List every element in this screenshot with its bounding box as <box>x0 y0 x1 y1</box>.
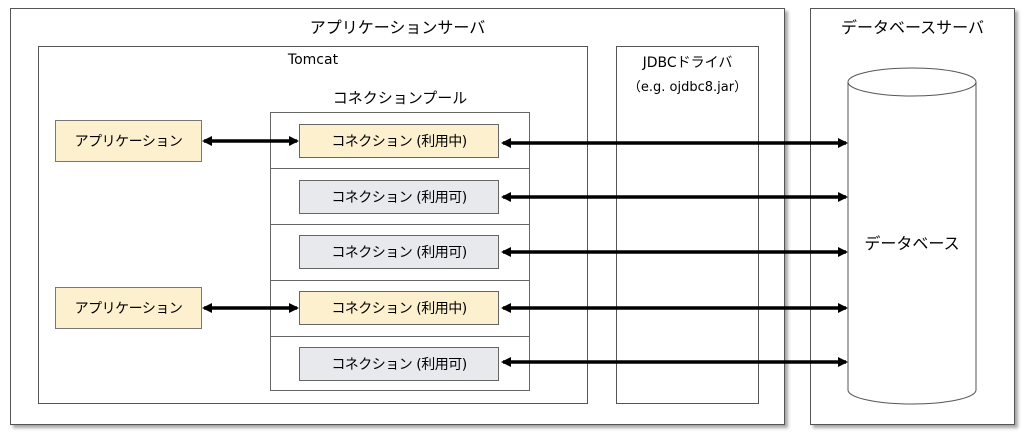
connection-available: コネクション (利用可) <box>299 347 499 381</box>
connection-in-use: コネクション (利用中) <box>299 124 499 158</box>
pool-divider <box>270 336 530 337</box>
app-server-title: アプリケーションサーバ <box>309 18 486 37</box>
application-box: アプリケーション <box>55 120 202 162</box>
connection-available: コネクション (利用可) <box>299 180 499 214</box>
jdbc-driver-box <box>616 46 759 404</box>
jdbc-driver-title: JDBCドライバ <box>642 55 733 71</box>
database-label: データベース <box>864 234 960 253</box>
application-box: アプリケーション <box>55 287 202 329</box>
jdbc-driver-subtitle: （e.g. ojdbc8.jar） <box>627 80 748 95</box>
connection-available: コネクション (利用可) <box>299 235 499 269</box>
pool-divider <box>270 280 530 281</box>
connection-pool-title: コネクションプール <box>332 89 468 107</box>
pool-divider <box>270 168 530 169</box>
database-cylinder <box>847 67 977 405</box>
db-server-title: データベースサーバ <box>840 18 985 37</box>
connection-in-use: コネクション (利用中) <box>299 291 499 325</box>
tomcat-title: Tomcat <box>287 52 339 68</box>
pool-divider <box>270 224 530 225</box>
